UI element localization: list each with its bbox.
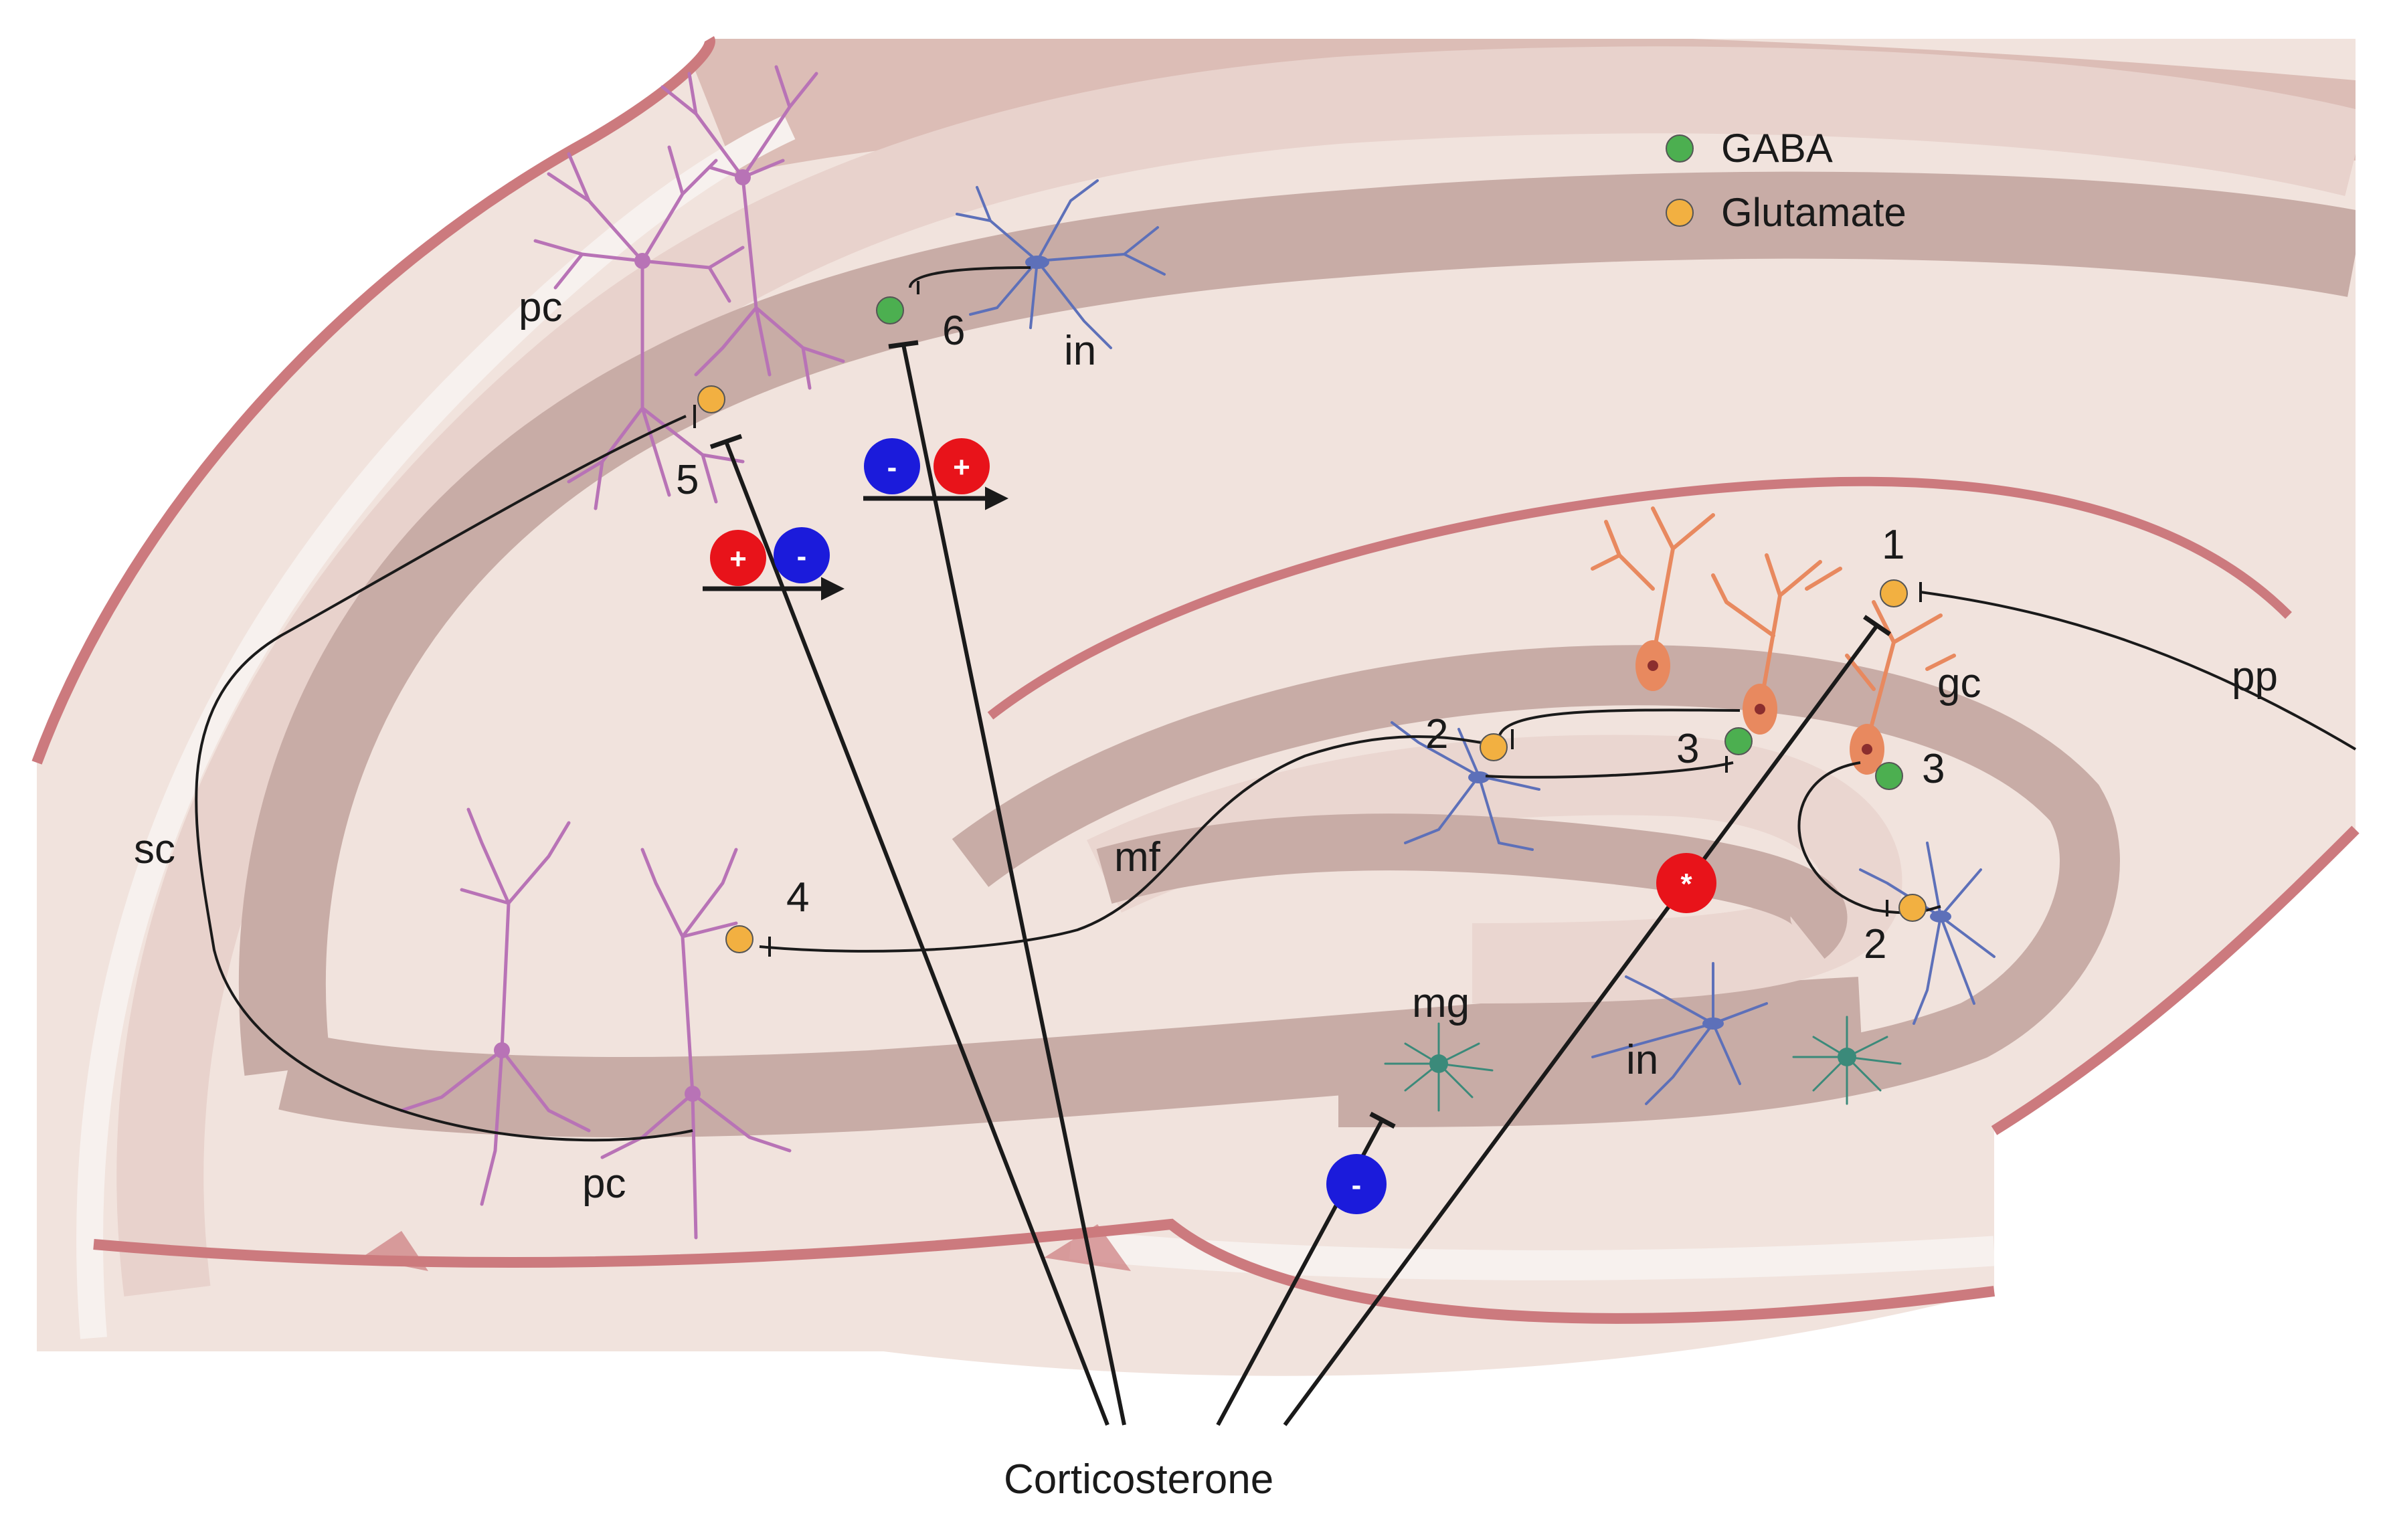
minus-badge bbox=[1326, 1154, 1387, 1214]
glutamate-synapse-4 bbox=[725, 925, 753, 953]
plus-sign: + bbox=[729, 543, 747, 575]
pyramidal-cell bbox=[600, 848, 792, 1240]
effect-group-6: - + bbox=[863, 438, 1008, 510]
minus-badge bbox=[864, 438, 920, 494]
pyramidal-cell bbox=[400, 807, 591, 1206]
label-mg: mg bbox=[1412, 980, 1470, 1026]
plus-badge bbox=[710, 530, 766, 586]
pyramidal-cell bbox=[660, 65, 845, 390]
minus-sign: - bbox=[797, 540, 807, 573]
star-sign: * bbox=[1680, 868, 1692, 900]
cort-line-to-5 bbox=[724, 440, 1110, 1426]
label-mf: mf bbox=[1114, 834, 1161, 880]
minus-badge bbox=[774, 527, 830, 583]
alveus-white-band bbox=[76, 114, 796, 1339]
synapses bbox=[697, 296, 1927, 953]
label-pc-bottom: pc bbox=[582, 1161, 626, 1207]
label-pc-top: pc bbox=[519, 284, 562, 330]
synapse-number-6: 6 bbox=[942, 308, 965, 354]
interneuron-bottom bbox=[1591, 962, 1768, 1105]
effect-star: * bbox=[1656, 853, 1716, 913]
gaba-synapse-3a bbox=[1724, 727, 1753, 755]
label-in-bottom: in bbox=[1626, 1037, 1658, 1083]
synapse-number-5: 5 bbox=[676, 457, 699, 503]
synapse-terminals bbox=[693, 281, 1922, 957]
region-labels: pc in sc mf mg in gc pp pc Corticosteron… bbox=[134, 284, 2278, 1503]
glutamate-synapse-1 bbox=[1880, 579, 1908, 607]
mossy-fiber-axon bbox=[759, 735, 1483, 953]
legend: GABA Glutamate bbox=[1666, 126, 1906, 235]
glutamate-synapse-5 bbox=[697, 385, 725, 413]
tissue bbox=[31, 35, 2360, 1376]
microglia bbox=[1384, 1016, 1902, 1112]
interneuron-top bbox=[956, 179, 1166, 349]
label-in-top: in bbox=[1064, 328, 1096, 374]
plus-sign: + bbox=[953, 451, 970, 484]
tissue-outline bbox=[31, 35, 715, 765]
microglia-cell bbox=[1384, 1022, 1494, 1112]
glutamate-synapse-2b bbox=[1898, 894, 1927, 922]
synapse-number-3a: 3 bbox=[1676, 726, 1699, 772]
ca-oriens bbox=[116, 46, 2356, 1297]
ca-pyramidal-layer bbox=[238, 171, 2356, 1076]
label-corticosterone: Corticosterone bbox=[1004, 1456, 1273, 1503]
cort-line-to-1 bbox=[1283, 624, 1879, 1426]
perforant-path-axon bbox=[1920, 591, 2357, 751]
corticosterone-lines bbox=[724, 344, 1879, 1426]
pyramidal-cells-bottom bbox=[400, 807, 792, 1240]
gaba-synapse-3b bbox=[1875, 762, 1903, 790]
legend-gaba-label: GABA bbox=[1721, 126, 1833, 171]
label-sc: sc bbox=[134, 826, 175, 872]
legend-glutamate-dot bbox=[1666, 199, 1694, 227]
label-pp: pp bbox=[2232, 654, 2278, 700]
synapse-number-3b: 3 bbox=[1922, 746, 1945, 792]
glutamate-synapse-2a bbox=[1480, 733, 1508, 761]
inhibitory-terminals bbox=[709, 340, 1891, 1129]
dg-boundary bbox=[987, 476, 2292, 720]
gaba-synapse-6 bbox=[876, 296, 904, 324]
tissue-outline-right bbox=[1991, 826, 2360, 1135]
interneuron-top-axon bbox=[909, 266, 1031, 288]
granule-cells bbox=[1591, 506, 1956, 775]
synapse-number-4: 4 bbox=[786, 874, 809, 921]
effect-mg: - bbox=[1326, 1154, 1387, 1214]
minus-sign: - bbox=[887, 451, 897, 484]
star-badge bbox=[1656, 853, 1716, 913]
schaffer-collateral-axon bbox=[195, 415, 693, 1142]
synapse-number-2a: 2 bbox=[1425, 711, 1448, 757]
granule-cell bbox=[1711, 553, 1842, 735]
interneuron-left-dg bbox=[1391, 721, 1540, 851]
granule-to-interneuron-axon bbox=[1498, 708, 1741, 740]
synapse-number-2b: 2 bbox=[1864, 921, 1886, 967]
interneuron-to-granule-axon bbox=[1485, 761, 1734, 779]
lower-white-band bbox=[1069, 1229, 1995, 1280]
granule-cell bbox=[1591, 506, 1715, 691]
dg-hilus-band bbox=[1096, 813, 1848, 959]
plus-badge bbox=[934, 438, 990, 494]
legend-gaba-dot bbox=[1666, 134, 1694, 163]
synapse-number-labels: 1 2 2 3 3 4 5 6 bbox=[676, 308, 1945, 967]
legend-glutamate-label: Glutamate bbox=[1721, 190, 1906, 235]
cort-line-to-6 bbox=[901, 344, 1126, 1426]
effect-group-5: + - bbox=[703, 527, 845, 601]
synapse-number-1: 1 bbox=[1882, 522, 1904, 568]
pyramidal-cell bbox=[533, 145, 745, 510]
label-gc: gc bbox=[1937, 660, 1981, 706]
axons bbox=[195, 266, 2357, 1142]
minus-sign: - bbox=[1352, 1169, 1362, 1201]
pyramidal-cells-top bbox=[533, 65, 845, 510]
microglia-cell bbox=[1792, 1016, 1902, 1105]
